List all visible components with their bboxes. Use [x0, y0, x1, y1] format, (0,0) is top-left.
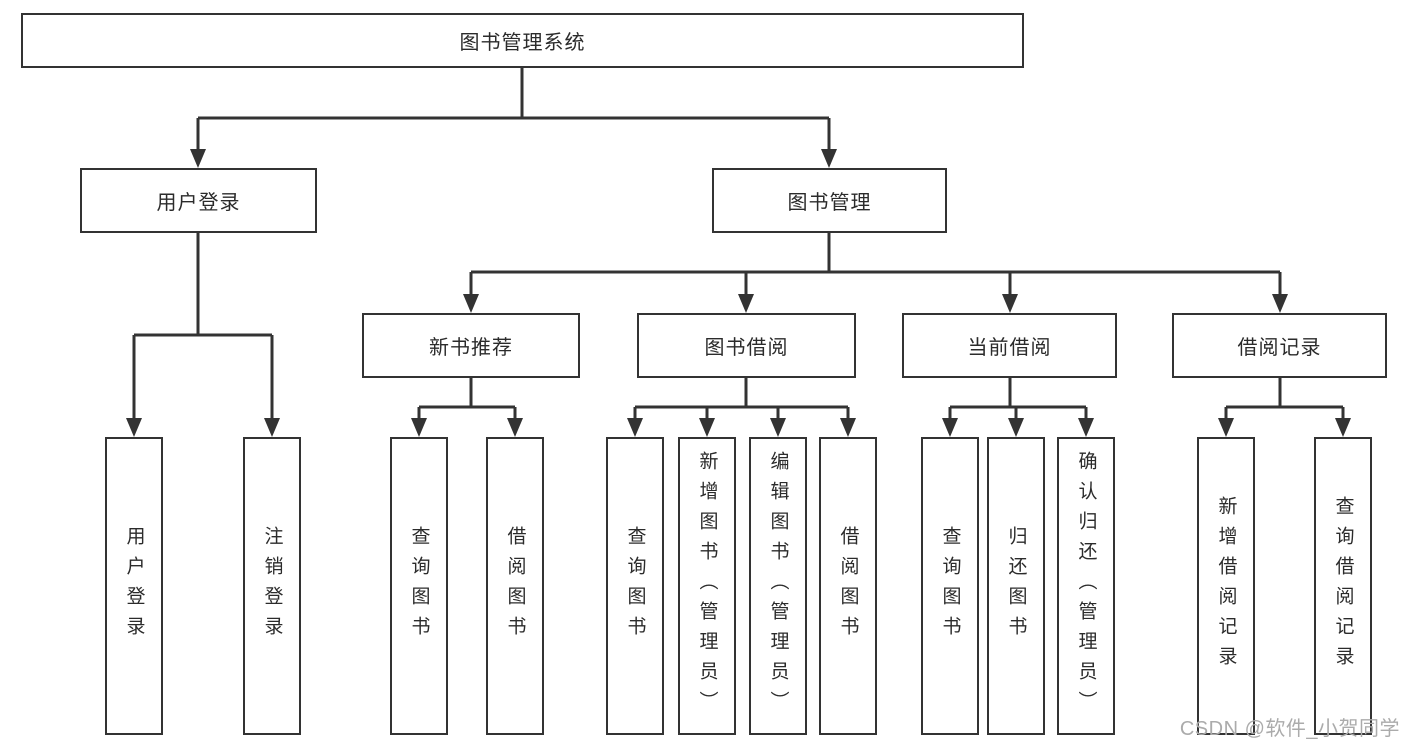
leaf-user-login: 用户登录 — [105, 437, 163, 735]
leaf-label: 查询图书 — [624, 526, 646, 646]
connector-current-borrowing-to-leaves — [942, 378, 1094, 437]
leaf-add-borrowing-record: 新增借阅记录 — [1197, 437, 1255, 735]
node-label: 图书管理 — [787, 192, 872, 214]
node-label: 用户登录 — [156, 192, 241, 214]
leaf-label: 借阅图书 — [504, 526, 526, 646]
leaf-label: 确认归还（管理员） — [1075, 451, 1097, 721]
leaf-label: 注销登录 — [261, 526, 283, 646]
node-book-management: 图书管理 — [712, 168, 947, 233]
node-user-login: 用户登录 — [80, 168, 317, 233]
leaf-label: 查询图书 — [408, 526, 430, 646]
leaf-return-books: 归还图书 — [987, 437, 1045, 735]
leaf-label: 编辑图书（管理员） — [767, 451, 789, 721]
leaf-query-borrowing-record: 查询借阅记录 — [1314, 437, 1372, 735]
leaf-borrow-books-new-recommend: 借阅图书 — [486, 437, 544, 735]
leaf-label: 归还图书 — [1005, 526, 1027, 646]
connector-book-management-to-level3 — [463, 233, 1288, 313]
leaf-label: 用户登录 — [123, 526, 145, 646]
leaf-query-books-borrowing: 查询图书 — [606, 437, 664, 735]
leaf-label: 查询借阅记录 — [1332, 496, 1354, 676]
leaf-borrow-books-borrowing: 借阅图书 — [819, 437, 877, 735]
connector-book-borrowing-to-leaves — [627, 378, 856, 437]
leaf-add-book-admin: 新增图书（管理员） — [678, 437, 736, 735]
leaf-logout: 注销登录 — [243, 437, 301, 735]
node-library-management-system: 图书管理系统 — [21, 13, 1024, 68]
node-book-borrowing: 图书借阅 — [637, 313, 856, 378]
node-label: 图书借阅 — [704, 337, 789, 359]
node-label: 借阅记录 — [1237, 337, 1322, 359]
leaf-edit-book-admin: 编辑图书（管理员） — [749, 437, 807, 735]
leaf-confirm-return-admin: 确认归还（管理员） — [1057, 437, 1115, 735]
node-label: 当前借阅 — [967, 337, 1052, 359]
connector-new-book-recommendation-to-leaves — [411, 378, 523, 437]
connector-user-login-to-leaves — [126, 233, 280, 437]
csdn-watermark: CSDN @软件_小贺同学 — [1179, 718, 1400, 740]
leaf-label: 新增图书（管理员） — [696, 451, 718, 721]
leaf-label: 新增借阅记录 — [1215, 496, 1237, 676]
connector-root-to-level2 — [190, 68, 837, 168]
node-borrowing-records: 借阅记录 — [1172, 313, 1387, 378]
leaf-label: 查询图书 — [939, 526, 961, 646]
leaf-label: 借阅图书 — [837, 526, 859, 646]
leaf-query-books-new-recommend: 查询图书 — [390, 437, 448, 735]
connector-borrowing-records-to-leaves — [1218, 378, 1351, 437]
node-new-book-recommendation: 新书推荐 — [362, 313, 580, 378]
node-current-borrowing: 当前借阅 — [902, 313, 1117, 378]
node-label: 图书管理系统 — [459, 32, 586, 54]
node-label: 新书推荐 — [429, 337, 513, 359]
leaf-query-books-current: 查询图书 — [921, 437, 979, 735]
